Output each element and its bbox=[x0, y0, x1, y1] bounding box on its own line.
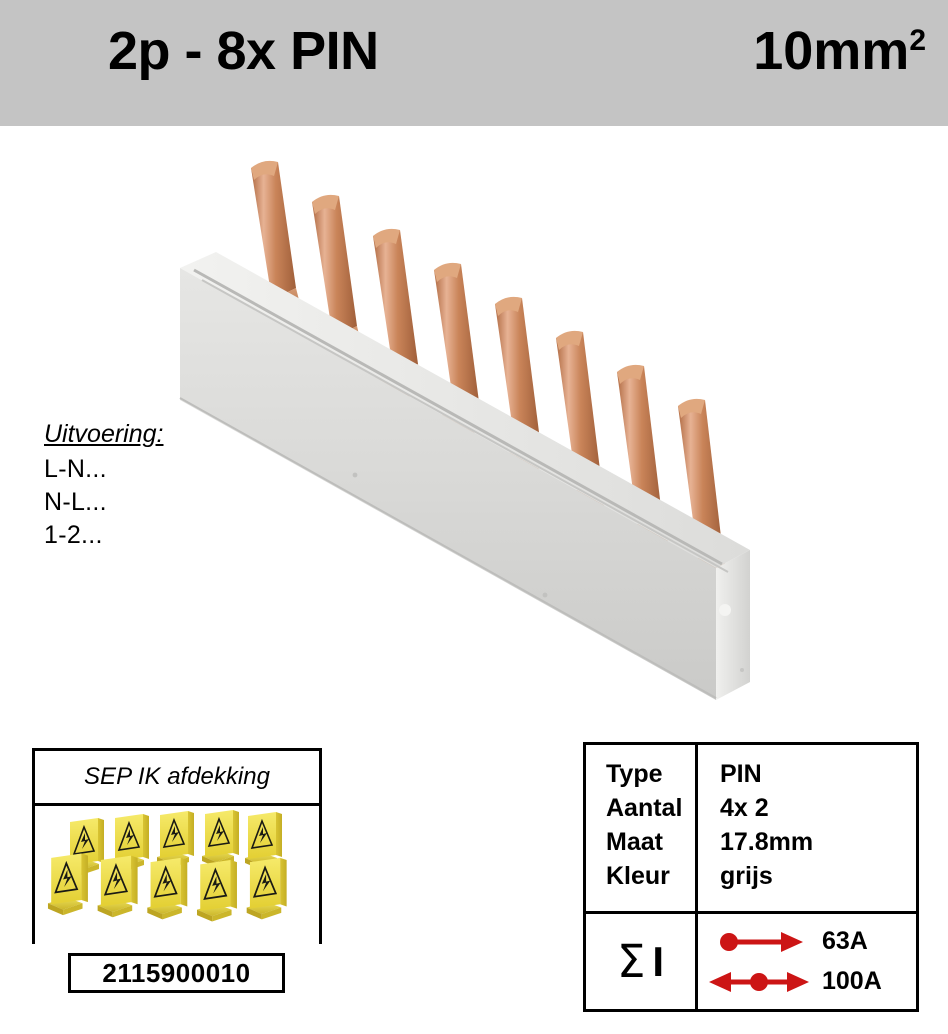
spec-label-type: Type bbox=[606, 760, 663, 788]
current-rating-row-double: 100A bbox=[704, 965, 916, 999]
product-image bbox=[150, 140, 790, 720]
cross-section-superscript: 2 bbox=[909, 24, 926, 57]
sum-current-label: Σ I bbox=[586, 914, 698, 1009]
specification-table: Type Aantal Maat Kleur PIN 4x 2 17.8mm g… bbox=[583, 742, 919, 1012]
accessory-image bbox=[35, 806, 319, 947]
spec-label-maat: Maat bbox=[606, 828, 663, 856]
current-ratings: 63A 100A bbox=[698, 914, 916, 1009]
current-symbol: I bbox=[652, 937, 665, 985]
spec-value-kleur: grijs bbox=[720, 862, 773, 890]
spec-label-kleur: Kleur bbox=[606, 862, 670, 890]
feed-single-arrow-icon bbox=[704, 929, 822, 955]
spec-label-column: Type Aantal Maat Kleur bbox=[586, 745, 698, 911]
current-value-63a: 63A bbox=[822, 927, 868, 955]
part-number-box: 2115900010 bbox=[68, 953, 285, 993]
cross-section-label: 10mm2 bbox=[753, 24, 926, 78]
uitvoering-line-3: 1-2... bbox=[44, 521, 103, 549]
feed-double-arrow-icon bbox=[704, 969, 822, 995]
header-band: 2p - 8x PIN 10mm2 bbox=[0, 0, 948, 126]
part-number: 2115900010 bbox=[102, 957, 251, 988]
spec-value-type: PIN bbox=[720, 760, 762, 788]
spec-value-maat: 17.8mm bbox=[720, 828, 814, 856]
current-value-100a: 100A bbox=[822, 967, 882, 995]
uitvoering-line-1: L-N... bbox=[44, 455, 107, 483]
uitvoering-line-2: N-L... bbox=[44, 488, 107, 516]
uitvoering-block: Uitvoering: L-N... N-L... 1-2... bbox=[44, 418, 164, 552]
spec-current-section: Σ I 63A bbox=[586, 914, 916, 1009]
uitvoering-title: Uitvoering: bbox=[44, 420, 164, 448]
spec-properties-section: Type Aantal Maat Kleur PIN 4x 2 17.8mm g… bbox=[586, 745, 916, 914]
accessory-title: SEP IK afdekking bbox=[35, 751, 319, 806]
spec-label-aantal: Aantal bbox=[606, 794, 683, 822]
spec-value-aantal: 4x 2 bbox=[720, 794, 769, 822]
current-rating-row-single: 63A bbox=[704, 925, 916, 959]
accessory-box: SEP IK afdekking bbox=[32, 748, 322, 947]
sigma-icon: Σ bbox=[616, 935, 646, 988]
page-title: 2p - 8x PIN bbox=[108, 21, 379, 81]
cross-section-value: 10mm bbox=[753, 21, 910, 81]
spec-value-column: PIN 4x 2 17.8mm grijs bbox=[698, 745, 916, 911]
busbar-insulation-body bbox=[179, 252, 750, 700]
